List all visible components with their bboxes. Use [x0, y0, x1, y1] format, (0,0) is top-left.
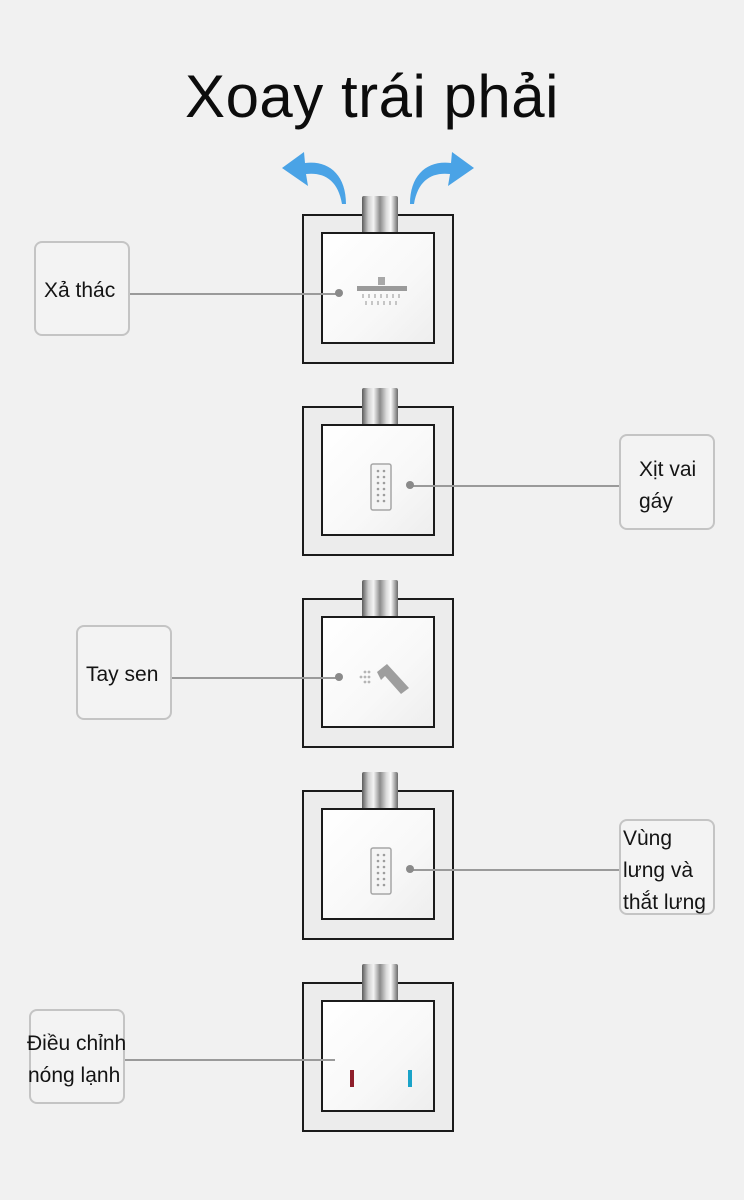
valve-panel-1	[302, 196, 454, 364]
rain-shower-head-icon	[357, 277, 407, 305]
rotate-right-arrow-icon	[410, 152, 474, 204]
label-hot-cold: Điều chỉnh nóng lạnh	[27, 1009, 126, 1104]
connector-dot	[406, 481, 414, 489]
connector-dot	[335, 673, 343, 681]
cold-indicator-icon	[408, 1070, 412, 1087]
valve-panel-2	[302, 388, 454, 556]
connector-line	[125, 1059, 335, 1061]
valve-panel-3	[302, 580, 454, 748]
label-back-waist: Vùng lưng và thắt lưng	[619, 819, 715, 915]
hand-shower-icon	[359, 664, 409, 694]
connector-line	[410, 869, 619, 871]
hot-indicator-icon	[350, 1070, 354, 1087]
valve-panel-5	[302, 964, 454, 1132]
rotary-knob[interactable]	[362, 388, 398, 428]
panel-face	[321, 616, 435, 728]
rotary-knob[interactable]	[362, 580, 398, 620]
label-shoulder-neck: Xịt vai gáy	[619, 434, 715, 530]
connector-dot	[406, 865, 414, 873]
body-jet-icon	[370, 463, 392, 511]
connector-line	[410, 485, 619, 487]
panel-face	[321, 808, 435, 920]
page-title: Xoay trái phải	[185, 63, 559, 130]
rotary-knob[interactable]	[362, 196, 398, 236]
rotary-knob[interactable]	[362, 964, 398, 1004]
body-jet-icon	[370, 847, 392, 895]
connector-line	[130, 293, 339, 295]
valve-panel-4	[302, 772, 454, 940]
rotate-left-arrow-icon	[282, 152, 346, 204]
label-waterfall: Xả thác	[34, 241, 130, 336]
panel-face	[321, 1000, 435, 1112]
connector-dot	[335, 289, 343, 297]
rotary-knob[interactable]	[362, 772, 398, 812]
panel-face	[321, 232, 435, 344]
connector-line	[172, 677, 339, 679]
panel-face	[321, 424, 435, 536]
label-hand-shower: Tay sen	[76, 625, 172, 720]
